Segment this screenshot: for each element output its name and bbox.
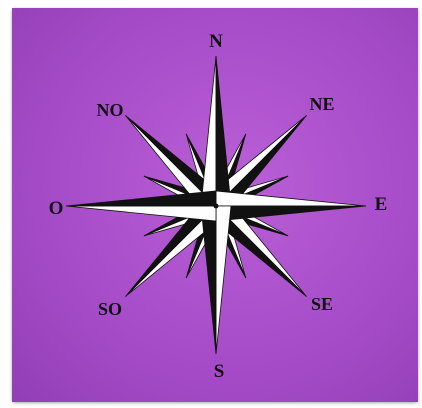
label-northwest: NO [97, 100, 124, 120]
label-southwest: SO [98, 299, 122, 319]
label-southeast: SE [311, 294, 333, 314]
label-south: S [214, 361, 225, 382]
compass-rose-card: N S E O NE NO SE SO [12, 8, 418, 402]
label-north: N [209, 31, 223, 52]
label-northeast: NE [309, 94, 334, 114]
label-west: O [49, 198, 64, 219]
label-east: E [375, 194, 388, 215]
compass-rose-diagram: N S E O NE NO SE SO [12, 8, 418, 402]
center-hub [214, 204, 219, 209]
